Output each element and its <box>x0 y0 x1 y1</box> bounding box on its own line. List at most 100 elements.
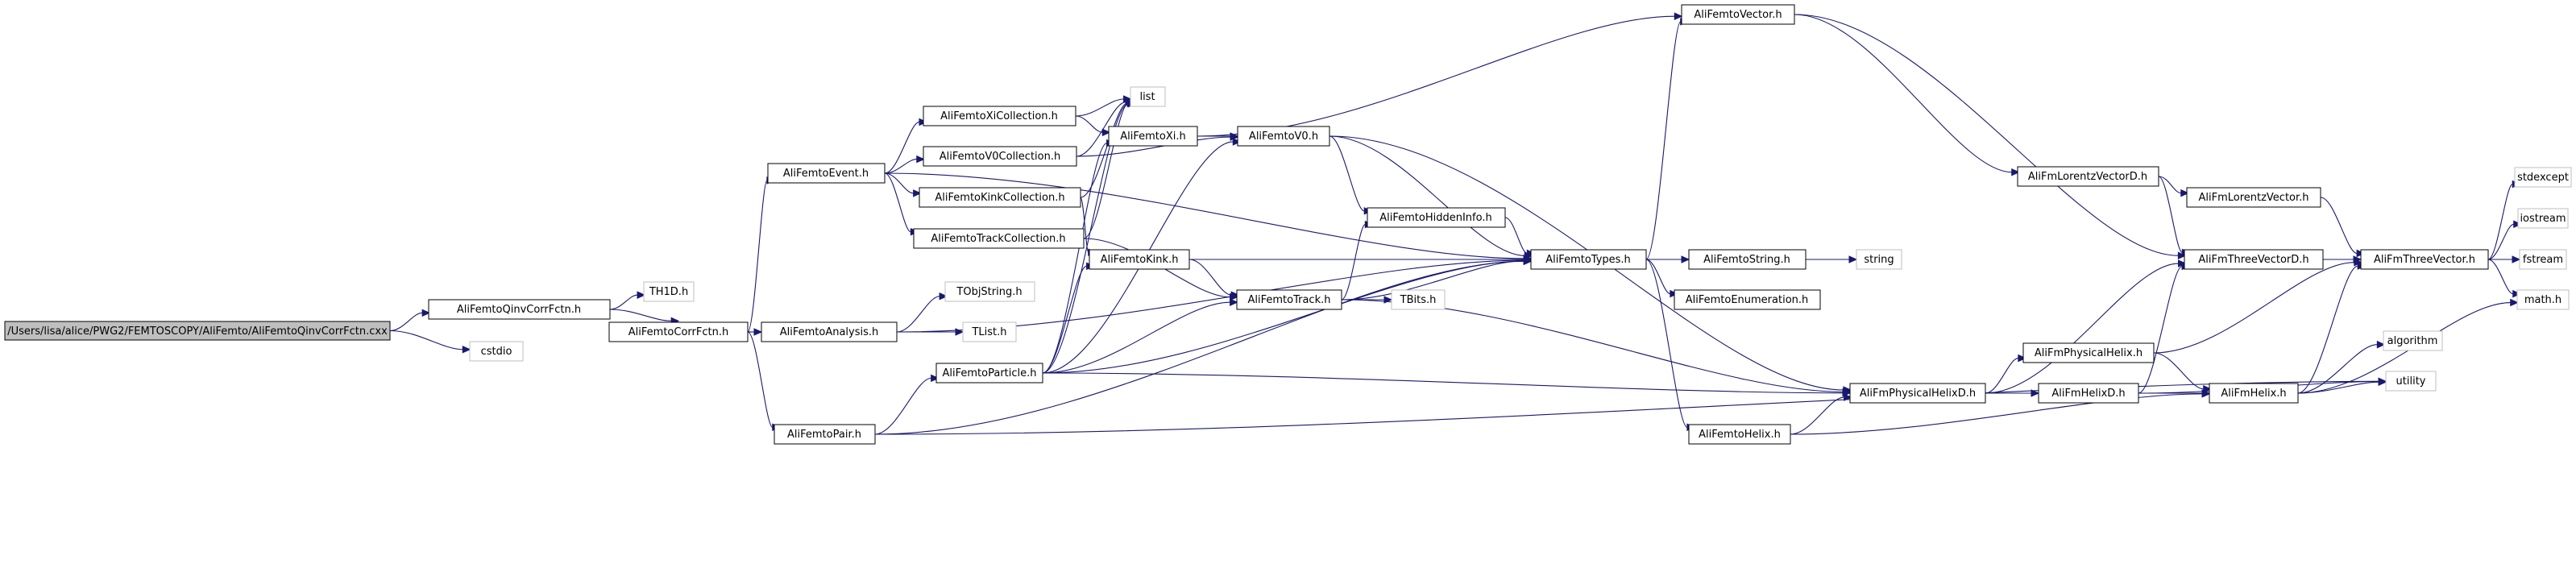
edge-n_threevec-to-n_stdexcept <box>2487 184 2513 260</box>
node-threevectord-h[interactable]: AliFmThreeVectorD.h <box>2184 249 2324 270</box>
edge-n_track-to-n_hidden <box>1341 224 1366 301</box>
edge-n_xicoll-to-n_list <box>1075 98 1124 117</box>
node-algorithm[interactable]: algorithm <box>2383 330 2443 351</box>
node-stdexcept[interactable]: stdexcept <box>2514 167 2572 188</box>
node-kink-h[interactable]: AliFemtoKink.h <box>1089 249 1190 270</box>
node-root-file[interactable]: /Users/lisa/alice/PWG2/FEMTOSCOPY/AliFem… <box>4 321 391 341</box>
edge-n_physhelix-to-n_helix <box>2153 352 2204 390</box>
arrowhead-n_helix-to-n_algorithm <box>2376 340 2386 349</box>
node-femto-helix-h[interactable]: AliFemtoHelix.h <box>1688 424 1791 445</box>
svg-text:AliFemtoAnalysis.h: AliFemtoAnalysis.h <box>780 326 879 338</box>
edge-n_root-to-n_qinv_h <box>389 312 423 332</box>
node-trackcollection-h[interactable]: AliFemtoTrackCollection.h <box>913 228 1085 249</box>
edge-n_lorentzd-to-n_lorentz <box>2158 176 2181 194</box>
arrowhead-n_helix_femto-to-n_physhelixd <box>1844 393 1852 401</box>
arrowhead-n_physhelix-to-n_helix <box>2203 384 2212 393</box>
arrowhead-n_event-to-n_kinkcoll <box>913 189 922 197</box>
arrowhead-n_particle-to-n_track <box>1230 298 1238 306</box>
svg-text:AliFemtoKink.h: AliFemtoKink.h <box>1101 254 1179 266</box>
edge-n_pair-to-n_types <box>874 260 1524 435</box>
node-math-h[interactable]: math.h <box>2516 289 2570 310</box>
node-fm-helix-h[interactable]: AliFmHelix.h <box>2209 383 2299 404</box>
node-hiddeninfo-h[interactable]: AliFemtoHiddenInfo.h <box>1367 207 1506 228</box>
arrowhead-n_types-to-n_enum <box>1670 289 1679 298</box>
svg-text:iostream: iostream <box>2520 213 2566 225</box>
node-xi-h[interactable]: AliFemtoXi.h <box>1108 126 1198 147</box>
node-cstdio[interactable]: cstdio <box>469 341 524 362</box>
arrowhead-n_root-to-n_cstdio <box>462 345 471 354</box>
edge-n_physhelixd-to-n_physhelix <box>1985 358 2019 394</box>
arrowhead-n_kink-to-n_track <box>1230 291 1240 299</box>
node-iostream[interactable]: iostream <box>2517 208 2569 229</box>
node-corrfctn-h[interactable]: AliFemtoCorrFctn.h <box>608 321 749 342</box>
node-kinkcollection-h[interactable]: AliFemtoKinkCollection.h <box>919 187 1081 208</box>
node-lorentzvectord-h[interactable]: AliFmLorentzVectorD.h <box>2017 166 2159 187</box>
edge-n_qinv_h-to-n_th1d <box>609 294 638 310</box>
node-event-h[interactable]: AliFemtoEvent.h <box>767 163 886 184</box>
edge-n_helix-to-n_threevec <box>2297 265 2358 394</box>
node-qinv-corrfctn-h[interactable]: AliFemtoQinvCorrFctn.h <box>428 299 611 320</box>
arrowhead-n_threevec-to-n_iostream <box>2513 220 2522 229</box>
node-physicalhelixd-h[interactable]: AliFmPhysicalHelixD.h <box>1849 383 1986 404</box>
arrowhead-n_vector-to-n_lorentzd <box>2011 168 2020 176</box>
svg-text:AliFmThreeVectorD.h: AliFmThreeVectorD.h <box>2198 254 2308 266</box>
node-analysis-h[interactable]: AliFemtoAnalysis.h <box>761 321 898 342</box>
node-utility[interactable]: utility <box>2385 371 2437 392</box>
node-threevector-h[interactable]: AliFmThreeVector.h <box>2360 249 2489 270</box>
edge-n_kinkcoll-to-n_kink <box>1080 197 1089 253</box>
arrowhead-n_physhelixd-to-n_helixd <box>2031 389 2040 397</box>
arrowhead-n_lorentzd-to-n_lorentz <box>2180 189 2190 197</box>
svg-text:TBits.h: TBits.h <box>1400 294 1437 306</box>
edge-n_kinkcoll-to-n_list <box>1080 102 1128 198</box>
svg-text:/Users/lisa/alice/PWG2/FEMTOSC: /Users/lisa/alice/PWG2/FEMTOSCOPY/AliFem… <box>7 325 388 338</box>
arrowhead-n_analysis-to-n_tobjstring <box>939 292 948 301</box>
arrowhead-n_event-to-n_v0coll <box>916 155 925 164</box>
node-tlist-h[interactable]: TList.h <box>962 321 1017 342</box>
arrowhead-n_track-to-n_types <box>1523 257 1533 265</box>
node-v0collection-h[interactable]: AliFemtoV0Collection.h <box>923 146 1077 167</box>
arrowhead-n_physhelixd-to-n_physhelix <box>2018 354 2027 363</box>
svg-text:TObjString.h: TObjString.h <box>956 286 1022 298</box>
arrowhead-n_qinv_h-to-n_th1d <box>637 291 646 299</box>
node-vector-h[interactable]: AliFemtoVector.h <box>1681 4 1795 25</box>
node-lorentzvector-h[interactable]: AliFmLorentzVector.h <box>2186 187 2321 208</box>
node-v0-h[interactable]: AliFemtoV0.h <box>1237 126 1330 147</box>
node-pair-h[interactable]: AliFemtoPair.h <box>774 424 876 445</box>
node-enumeration-h[interactable]: AliFemtoEnumeration.h <box>1674 289 1821 310</box>
node-fm-physicalhelix-h[interactable]: AliFmPhysicalHelix.h <box>2022 342 2155 363</box>
edge-n_v0-to-n_types <box>1329 135 1525 256</box>
edge-n_track-to-n_types <box>1341 260 1524 301</box>
node-types-h[interactable]: AliFemtoTypes.h <box>1530 249 1647 270</box>
arrowhead-n_helix-to-n_math <box>2510 298 2519 307</box>
edge-n_xi-to-n_vector <box>1197 15 1675 137</box>
node-list[interactable]: list <box>1130 86 1166 107</box>
node-xicollection-h[interactable]: AliFemtoXiCollection.h <box>923 106 1076 126</box>
node-track-h[interactable]: AliFemtoTrack.h <box>1236 289 1342 310</box>
node-fstream[interactable]: fstream <box>2519 249 2567 270</box>
svg-text:utility: utility <box>2396 375 2426 388</box>
node-tbits-h[interactable]: TBits.h <box>1391 289 1446 310</box>
edge-n_particle-to-n_kink <box>1042 265 1087 374</box>
edge-n_lorentzd-to-n_threevecd <box>2158 176 2183 253</box>
svg-text:AliFemtoKinkCollection.h: AliFemtoKinkCollection.h <box>935 192 1064 204</box>
node-particle-h[interactable]: AliFemtoParticle.h <box>935 363 1043 384</box>
node-tobjstring-h[interactable]: TObjString.h <box>944 281 1035 302</box>
arrowhead-n_types-to-n_string_h <box>1681 255 1690 263</box>
svg-text:math.h: math.h <box>2524 294 2561 306</box>
edge-n_helixd-to-n_threevecd <box>2138 265 2183 394</box>
arrowhead-n_string_h-to-n_string <box>1848 255 1858 263</box>
edge-n_corrfctn-to-n_event <box>747 180 768 333</box>
edge-n_corrfctn-to-n_pair <box>747 331 774 428</box>
edge-n_threevec-to-n_math <box>2487 259 2513 295</box>
arrowhead-n_track-to-n_physhelixd <box>1842 388 1852 396</box>
svg-text:AliFemtoQinvCorrFctn.h: AliFemtoQinvCorrFctn.h <box>457 304 581 316</box>
edge-n_pair-to-n_particle <box>874 377 931 435</box>
edge-n_helix_femto-to-n_helix <box>1790 393 2203 435</box>
node-th1d-h[interactable]: TH1D.h <box>643 281 695 302</box>
arrowhead-n_helix-to-n_utility <box>2378 378 2387 386</box>
edge-n_types-to-n_helix_femto <box>1645 259 1688 428</box>
node-femto-string-h[interactable]: AliFemtoString.h <box>1688 249 1807 270</box>
node-fm-helixd-h[interactable]: AliFmHelixD.h <box>2038 383 2139 404</box>
node-string[interactable]: string <box>1856 249 1902 270</box>
edge-n_threevec-to-n_iostream <box>2487 223 2514 260</box>
